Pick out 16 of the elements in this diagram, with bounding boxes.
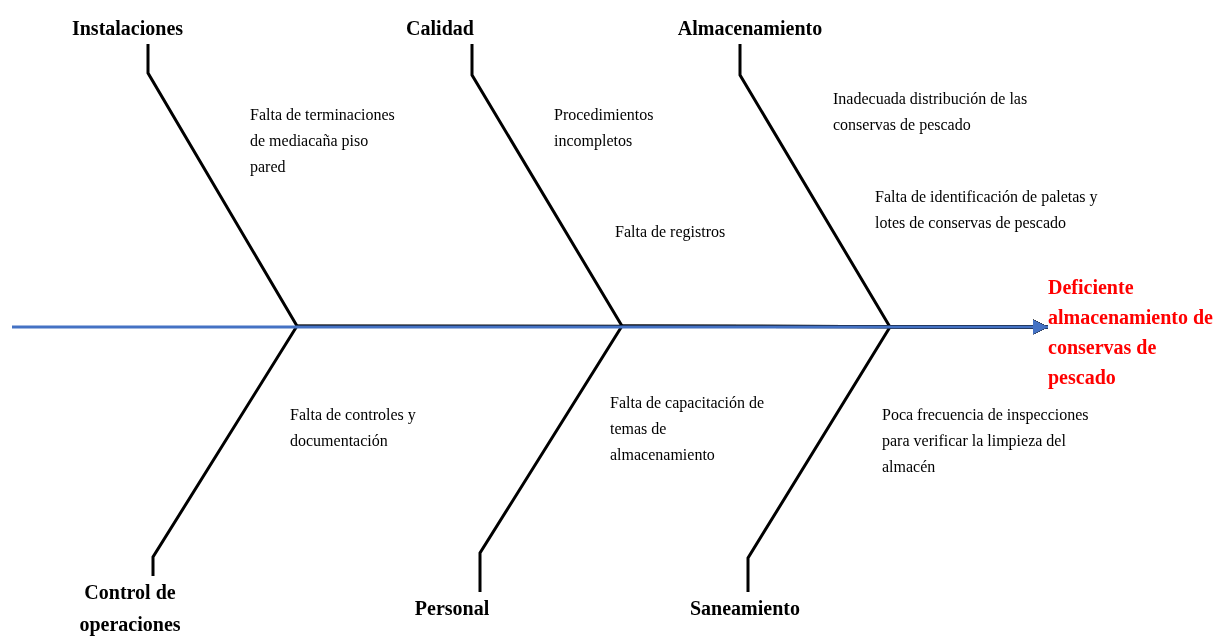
effect-label: Deficiente almacenamiento de conservas de pescado bbox=[1048, 272, 1226, 392]
category-label: Saneamiento bbox=[660, 592, 830, 624]
cause-label: Falta de controles y documentación bbox=[290, 405, 417, 451]
cause-label: Falta de terminaciones de mediacaña piso pared bbox=[250, 105, 395, 178]
category-label: Calidad bbox=[385, 12, 495, 44]
cause-label: Poca frecuencia de inspecciones para verificar la limpieza del almacén bbox=[882, 405, 1090, 477]
category-label: Control de operaciones bbox=[55, 576, 205, 636]
cause-label: Inadecuada distribución de las conservas de pescado bbox=[833, 89, 1029, 136]
category-label: Personal bbox=[392, 592, 512, 624]
category-label: Instalaciones bbox=[50, 12, 205, 44]
cause-label: Falta de registros bbox=[615, 222, 727, 243]
spine-arrow bbox=[12, 319, 1048, 335]
cause-label: Falta de capacitación de temas de almacenamiento bbox=[610, 393, 765, 465]
cause-label: Falta de identificación de paletas y lotes de conservas de pescado bbox=[875, 187, 1099, 234]
category-label: Almacenamiento bbox=[650, 12, 850, 44]
cause-label: Procedimientos incompletos bbox=[554, 105, 655, 152]
